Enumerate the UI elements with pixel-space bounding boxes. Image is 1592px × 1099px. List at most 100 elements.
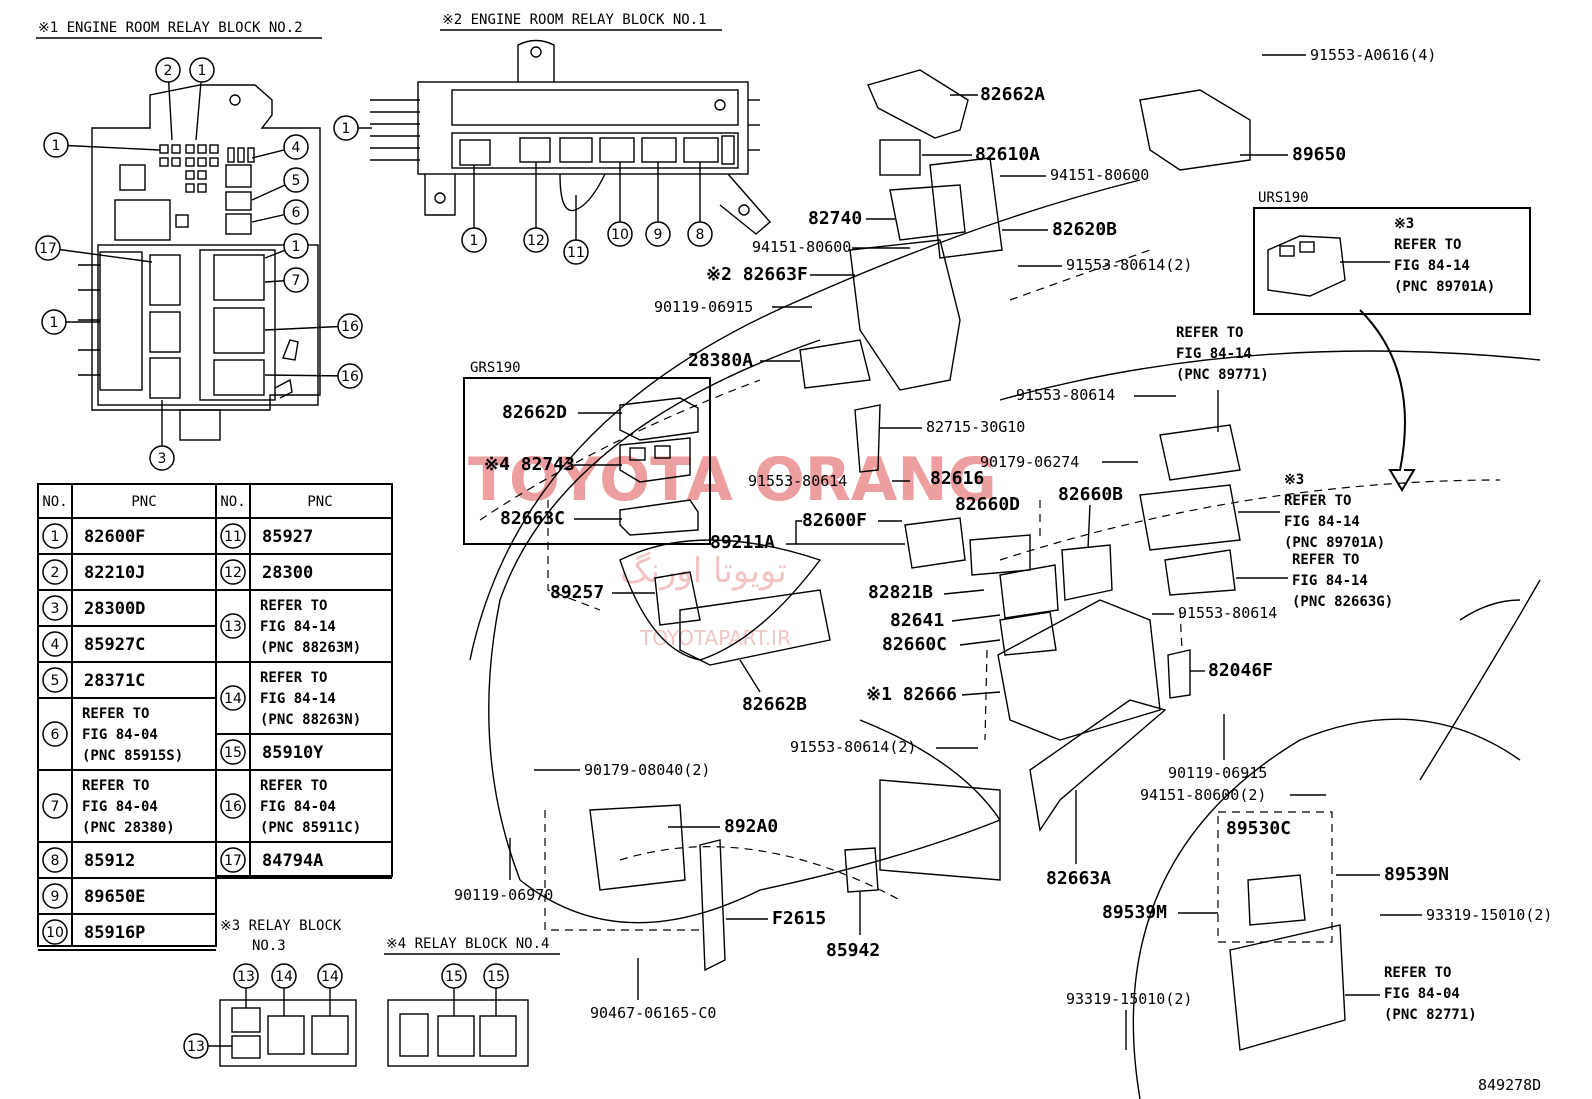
callout-90119-06970: 90119-06970 bbox=[454, 886, 553, 904]
row-number: 2 bbox=[51, 565, 60, 581]
callout-82046F: 82046F bbox=[1208, 660, 1273, 681]
callout-circle-1: 1 bbox=[264, 233, 309, 259]
callout-89530C: 89530C bbox=[1226, 818, 1291, 839]
relay-block-4-drawing bbox=[387, 999, 529, 1067]
row-pnc: 85916P bbox=[84, 923, 145, 943]
callout-89650: 89650 bbox=[1292, 144, 1346, 165]
callout-82660D: 82660D bbox=[955, 494, 1020, 515]
callout-82600F: 82600F bbox=[802, 510, 867, 531]
row-number: 12 bbox=[224, 565, 242, 581]
callout-91553-80614-2-b: 91553-80614(2) bbox=[790, 738, 916, 756]
callout-circle-1: 1 bbox=[43, 132, 161, 158]
grs190-label: GRS190 bbox=[470, 360, 521, 376]
row-pnc: 82600F bbox=[84, 527, 145, 547]
callout-number: 1 bbox=[342, 121, 351, 137]
row-number: 10 bbox=[46, 925, 64, 941]
assembly-parts-drawing bbox=[544, 69, 1346, 1051]
urs190-relay-drawing bbox=[1267, 235, 1346, 297]
row-number: 13 bbox=[224, 619, 242, 635]
callout-circle-13: 13 bbox=[233, 963, 259, 1008]
callout-90119-06915-a: 90119-06915 bbox=[654, 298, 753, 316]
callout-number: 8 bbox=[696, 227, 705, 243]
callout-number: 15 bbox=[487, 969, 505, 985]
callout-circle-16: 16 bbox=[264, 313, 363, 339]
callout-circle-6: 6 bbox=[251, 199, 309, 225]
urs-arrow bbox=[1359, 309, 1416, 492]
callout-90179-06274: 90179-06274 bbox=[980, 453, 1079, 471]
callout-82743: ※4 82743 bbox=[484, 454, 575, 475]
callout-circle-17: 17 bbox=[35, 235, 153, 263]
block2-title: ※1 ENGINE ROOM RELAY BLOCK NO.2 bbox=[38, 20, 303, 36]
callout-82663A: 82663A bbox=[1046, 868, 1111, 889]
callout-circle-15: 15 bbox=[483, 963, 509, 1016]
row-number: 5 bbox=[51, 673, 60, 689]
callout-number: 13 bbox=[187, 1039, 205, 1055]
row-pnc: 85910Y bbox=[262, 743, 324, 763]
callout-82662A: 82662A bbox=[980, 84, 1045, 105]
callout-number: 12 bbox=[527, 233, 545, 249]
callout-circle-1: 1 bbox=[461, 165, 487, 253]
callout-circle-8: 8 bbox=[687, 162, 713, 247]
row-pnc: 28300 bbox=[262, 563, 313, 583]
relay4-title: ※4 RELAY BLOCK NO.4 bbox=[386, 936, 549, 952]
callout-82660C: 82660C bbox=[882, 634, 947, 655]
callout-circle-11: 11 bbox=[563, 195, 589, 265]
callout-circle-7: 7 bbox=[264, 267, 309, 293]
callout-circle-5: 5 bbox=[251, 167, 309, 201]
row-pnc: 85927C bbox=[84, 635, 145, 655]
callout-82821B: 82821B bbox=[868, 582, 933, 603]
vehicle-body-outline bbox=[469, 179, 1541, 1099]
callout-91553-80614-c: 91553-80614 bbox=[1178, 604, 1277, 622]
table-row: 10 85916P bbox=[42, 919, 145, 945]
callout-89539N: 89539N bbox=[1384, 864, 1449, 885]
callout-94151-80600-2: 94151-80600(2) bbox=[1140, 786, 1266, 804]
callout-89257: 89257 bbox=[550, 582, 604, 603]
callout-892A0: 892A0 bbox=[724, 816, 778, 837]
callout-circle-1: 1 bbox=[189, 57, 215, 141]
callout-F2615: F2615 bbox=[772, 908, 826, 929]
relay3-title: ※3 RELAY BLOCK bbox=[220, 918, 342, 934]
row-pnc: 82210J bbox=[84, 563, 145, 583]
callout-82616: 82616 bbox=[930, 468, 984, 489]
callout-circle-14: 14 bbox=[271, 963, 297, 1016]
callout-82610A: 82610A bbox=[975, 144, 1040, 165]
table-header-pnc: PNC bbox=[131, 494, 156, 510]
watermark-arabic: تویوتا اورنگ bbox=[620, 551, 787, 591]
callout-number: 6 bbox=[292, 205, 301, 221]
table-row: 1 82600F bbox=[42, 523, 145, 549]
callout-circle-15: 15 bbox=[441, 963, 467, 1016]
callout-91553-80614-b: 91553-80614 bbox=[1016, 386, 1115, 404]
relay-block-3-drawing bbox=[219, 999, 357, 1067]
row-number: 1 bbox=[51, 529, 60, 545]
table-row: 2 82210J bbox=[42, 559, 145, 585]
callout-number: 16 bbox=[341, 369, 359, 385]
callout-number: 17 bbox=[39, 241, 57, 257]
callout-number: 11 bbox=[567, 245, 585, 261]
callout-82660B: 82660B bbox=[1058, 484, 1123, 505]
relay-block-no1-drawing bbox=[370, 39, 771, 235]
callout-circle-16: 16 bbox=[264, 363, 363, 389]
callout-circle-1: 1 bbox=[333, 115, 372, 141]
grs190-box bbox=[463, 377, 711, 545]
callout-82740: 82740 bbox=[808, 208, 862, 229]
callout-number: 1 bbox=[198, 63, 207, 79]
urs190-box bbox=[1253, 207, 1531, 315]
callout-90467-06165-C0: 90467-06165-C0 bbox=[590, 1004, 716, 1022]
urs190-label: URS190 bbox=[1258, 190, 1309, 206]
callout-93319-15010-a: 93319-15010(2) bbox=[1426, 906, 1552, 924]
callout-number: 16 bbox=[341, 319, 359, 335]
